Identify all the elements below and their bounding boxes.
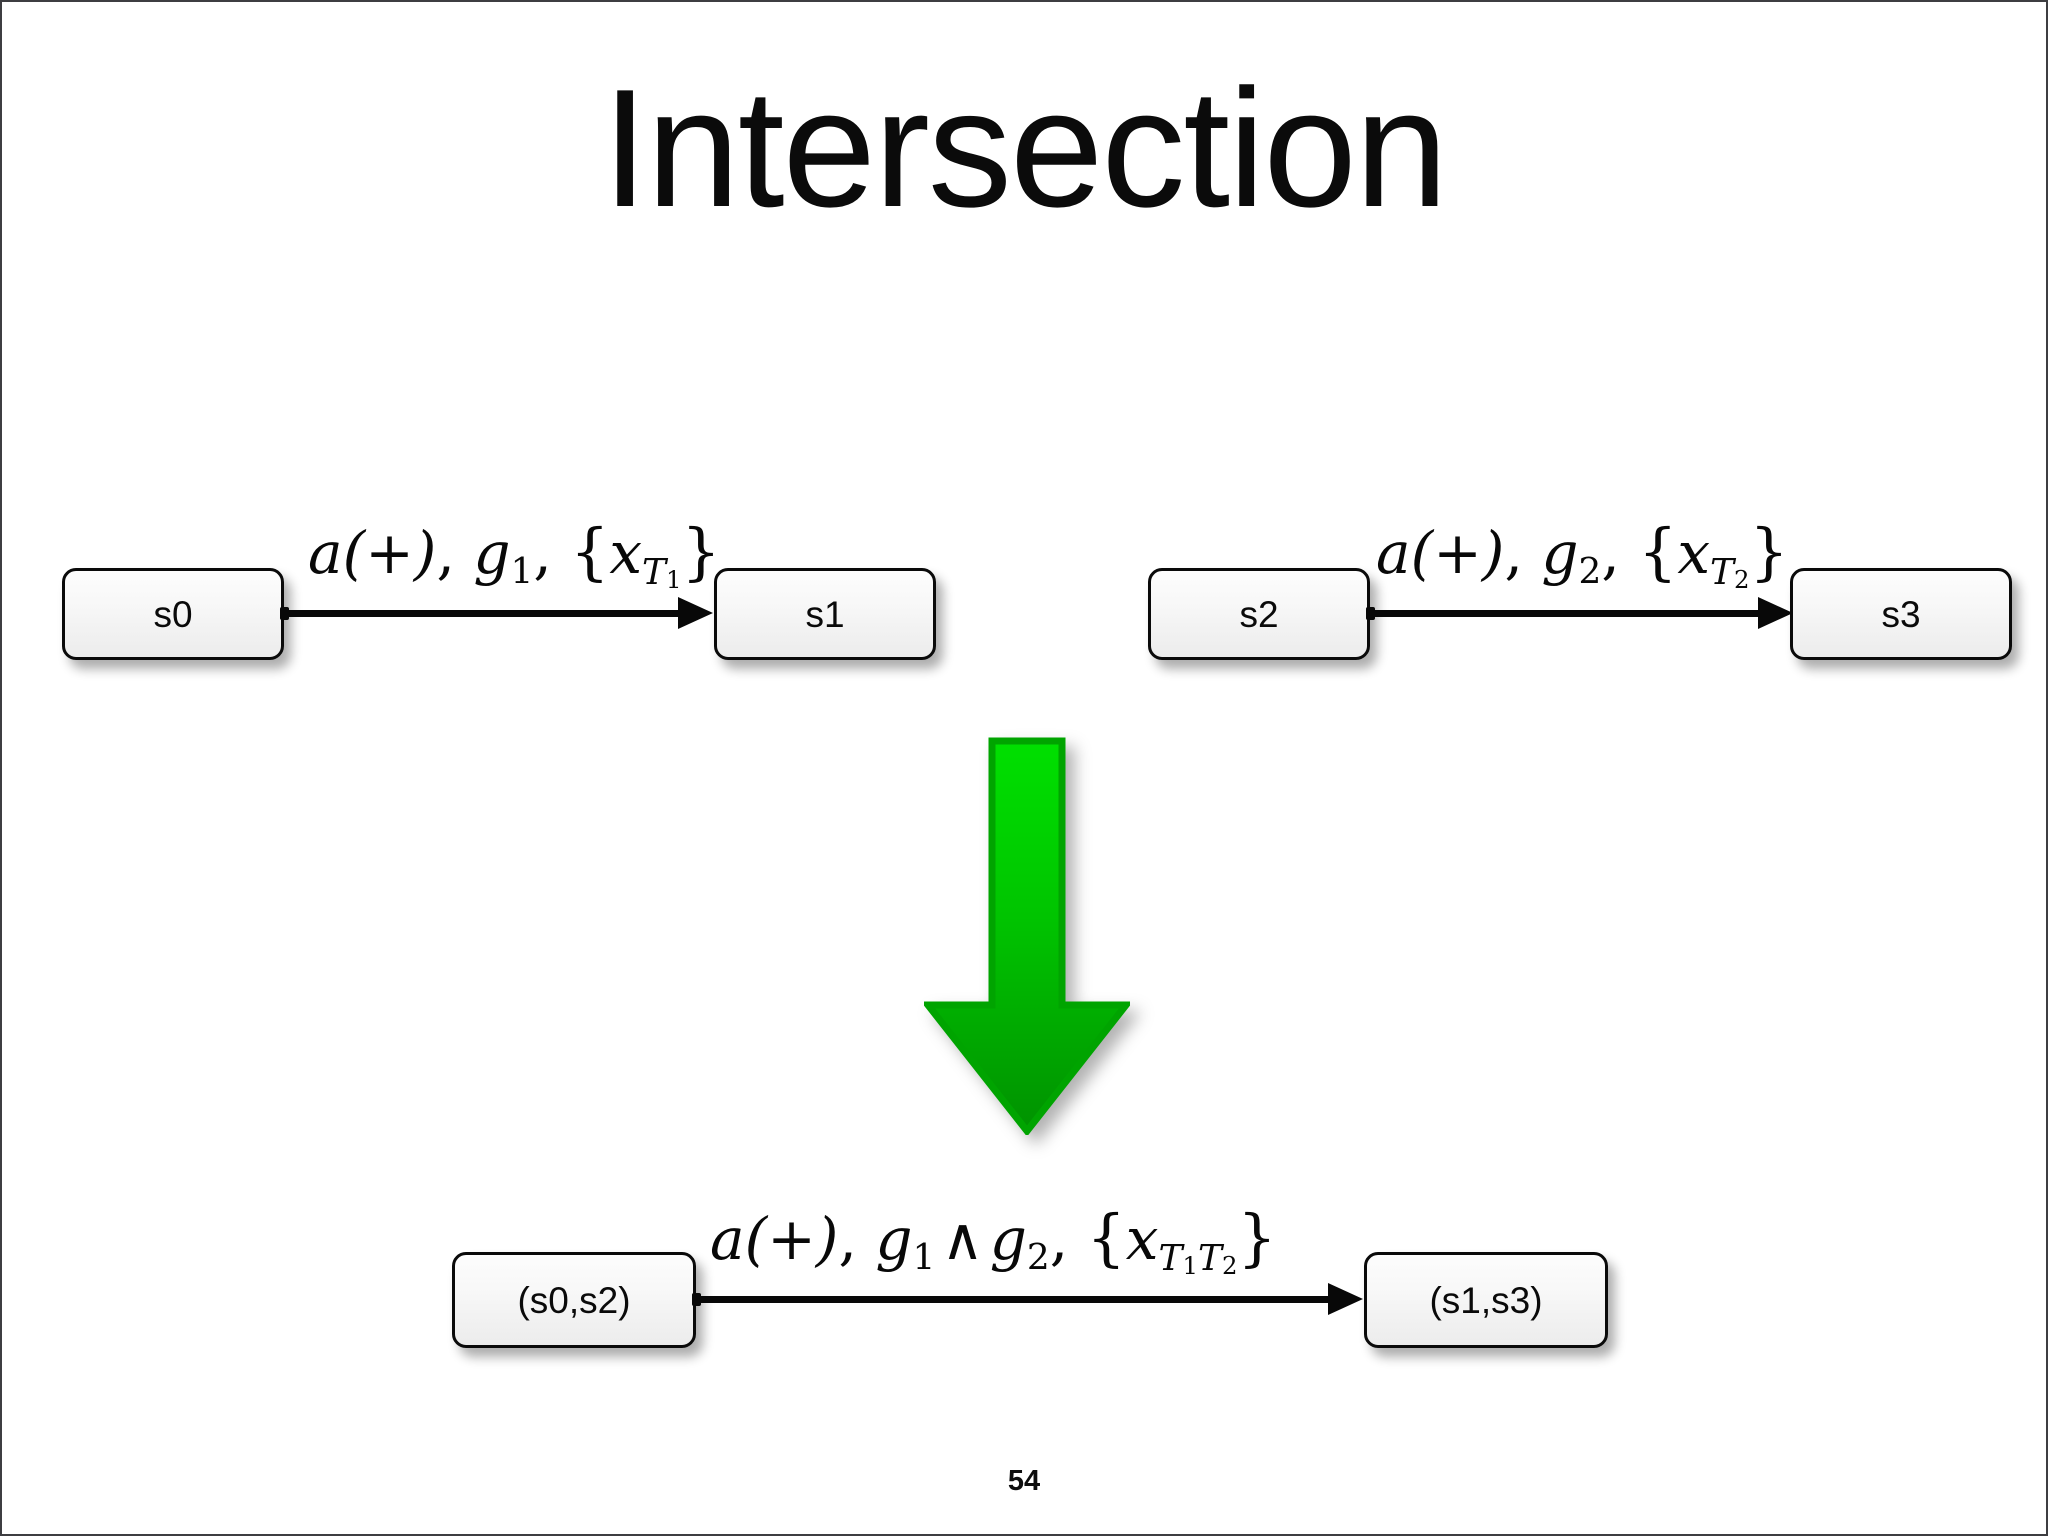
label-conjunction-symbol: ∧	[941, 1205, 984, 1273]
label-reset-subscript-T: T	[1710, 551, 1735, 593]
label-guard1-g: g	[875, 1205, 913, 1273]
label-open-brace: {	[1086, 1203, 1126, 1274]
state-label-s0s2: (s0,s2)	[517, 1279, 631, 1321]
state-label-s2: s2	[1239, 593, 1279, 635]
transition-arrow-s0-s1	[280, 597, 714, 629]
transition-arrow-s0s2-s1s3	[692, 1283, 1364, 1315]
label-reset-subsubscript: 2	[1734, 565, 1750, 595]
state-box-s1s3[interactable]: (s1,s3)	[1364, 1252, 1608, 1348]
transition-arrowhead	[1758, 597, 1793, 629]
label-guard2-subscript: 2	[1026, 1237, 1050, 1279]
label-guard1-subscript: 1	[912, 1237, 936, 1279]
label-guard2-g: g	[989, 1205, 1027, 1273]
state-box-s2[interactable]: s2	[1148, 568, 1370, 660]
label-guard-g: g	[473, 519, 511, 587]
page-number: 54	[1007, 1465, 1041, 1497]
label-close-brace: }	[1749, 517, 1789, 588]
label-action-a: a(+)	[1376, 519, 1505, 587]
transition-shaft	[696, 1296, 1330, 1303]
label-open-brace: {	[1638, 517, 1678, 588]
transition-arrowhead	[1328, 1283, 1363, 1315]
down-block-arrow-icon	[924, 737, 1130, 1135]
label-action-a: a(+)	[710, 1205, 839, 1273]
state-box-s0s2[interactable]: (s0,s2)	[452, 1252, 696, 1348]
label-reset-x: x	[1677, 519, 1711, 587]
transition-label-s2-s3: a(+), g2, {xT2}	[1376, 517, 1789, 595]
label-reset-x: x	[1125, 1205, 1159, 1273]
state-box-s0[interactable]: s0	[62, 568, 284, 660]
label-reset-subsubscript-2: 2	[1221, 1251, 1238, 1281]
state-label-s3: s3	[1881, 593, 1921, 635]
state-box-s3[interactable]: s3	[1790, 568, 2012, 660]
label-close-brace: }	[681, 517, 721, 588]
transition-shaft	[1370, 610, 1760, 617]
state-label-s0: s0	[153, 593, 193, 635]
label-reset-x: x	[609, 519, 643, 587]
label-close-brace: }	[1237, 1203, 1277, 1274]
transition-arrow-s2-s3	[1366, 597, 1794, 629]
state-label-s1s3: (s1,s3)	[1429, 1279, 1543, 1321]
transition-label-s0s2-s1s3: a(+), g1∧g2, {xT1T2}	[710, 1203, 1277, 1281]
label-guard-subscript: 1	[510, 551, 534, 593]
label-reset-subsubscript-1: 1	[1182, 1251, 1198, 1281]
label-open-brace: {	[570, 517, 610, 588]
label-action-a: a(+)	[308, 519, 437, 587]
label-reset-subscript-T: T	[642, 551, 667, 593]
state-box-s1[interactable]: s1	[714, 568, 936, 660]
label-reset-subsubscript: 1	[666, 565, 682, 595]
label-reset-subscript-T2: T	[1197, 1237, 1222, 1279]
label-reset-subscript-T1: T	[1158, 1237, 1183, 1279]
transition-label-s0-s1: a(+), g1, {xT1}	[308, 517, 721, 595]
label-guard-subscript: 2	[1578, 551, 1602, 593]
page-title: Intersection	[601, 54, 1448, 242]
state-label-s1: s1	[805, 593, 845, 635]
label-guard-g: g	[1541, 519, 1579, 587]
transition-shaft	[284, 610, 680, 617]
transition-arrowhead	[678, 597, 713, 629]
